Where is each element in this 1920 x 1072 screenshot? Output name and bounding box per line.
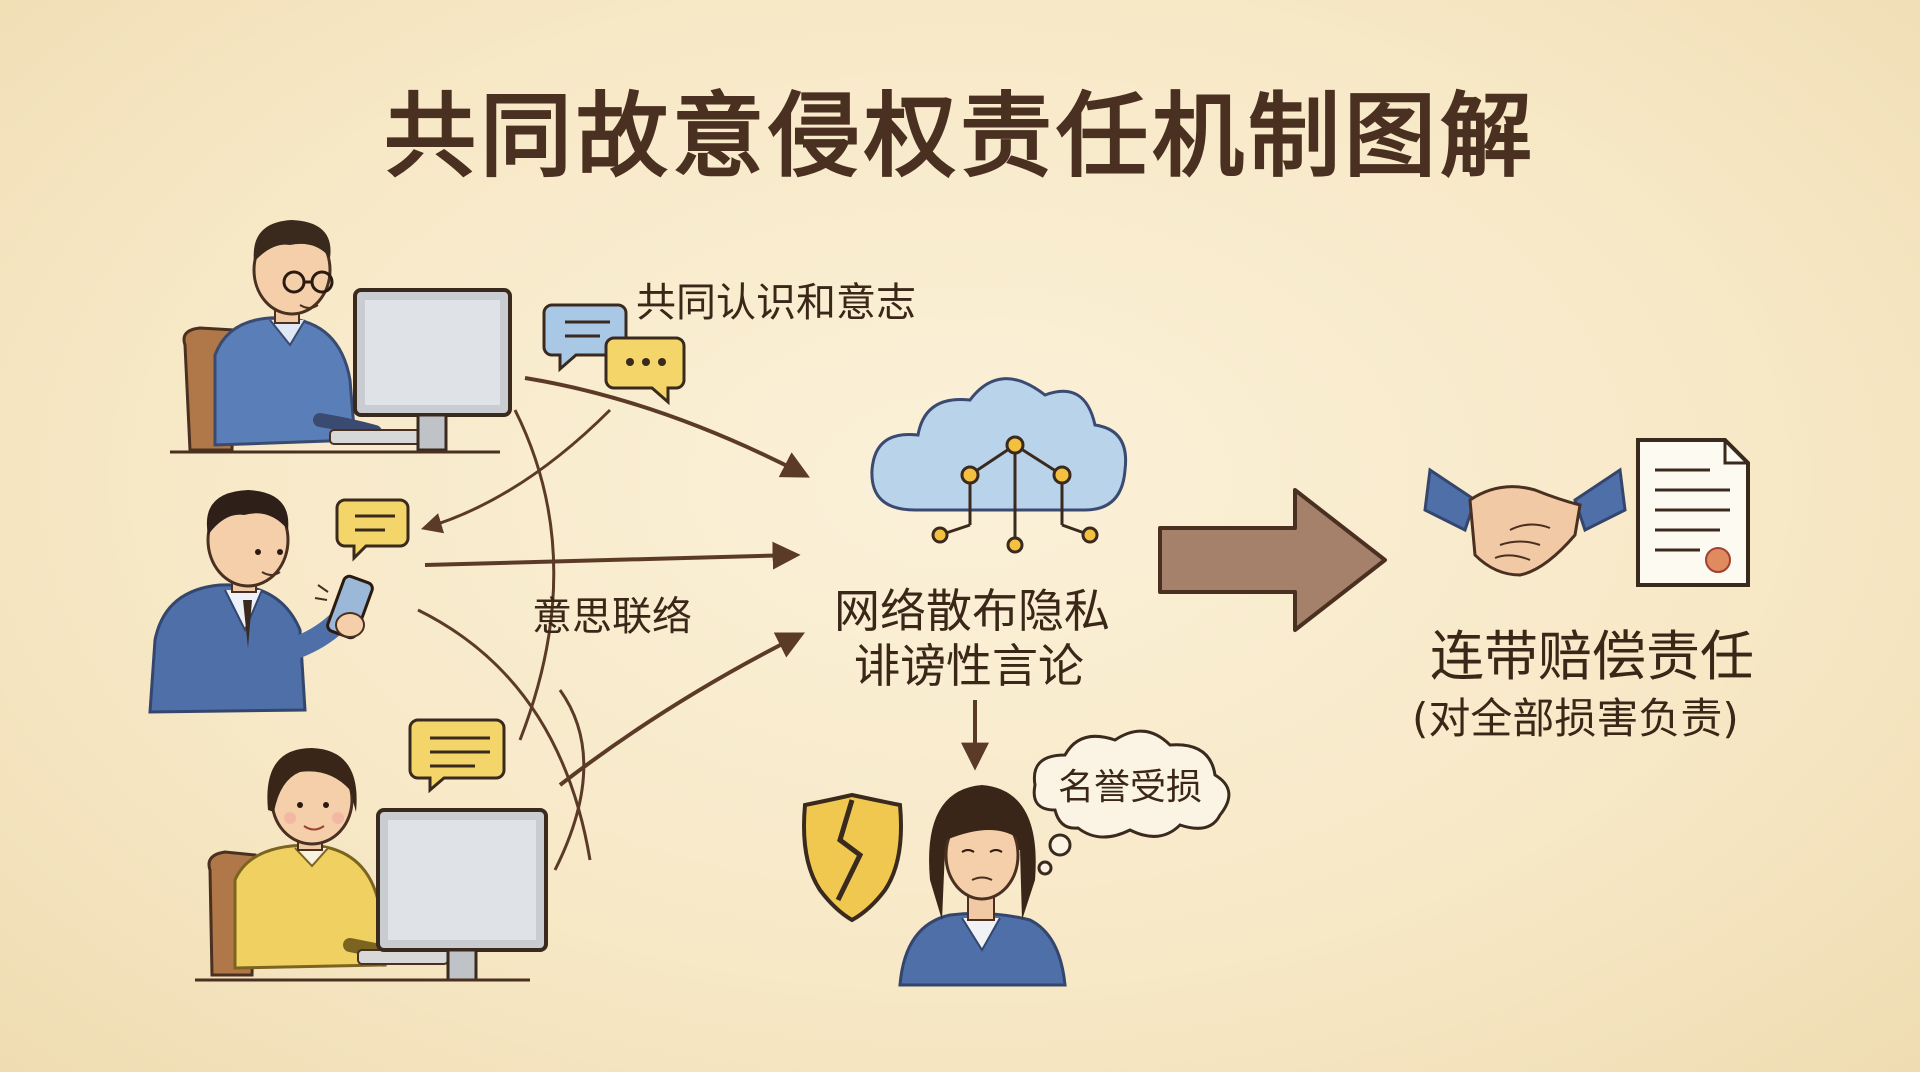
shared-intent-label: 共同认识和意志 [636, 280, 916, 326]
person-1-desktop-user [170, 220, 512, 454]
act-label-line-1: 网络散布隐私 [834, 584, 1110, 638]
handshake-icon [1423, 467, 1627, 577]
person-3-desktop-user [195, 748, 548, 982]
document-icon [1636, 438, 1750, 587]
page-title: 共同故意侵权责任机制图解 [383, 83, 1536, 190]
chat-bubble-icon-person-2 [335, 498, 410, 562]
act-label-line-2: 诽谤性言论 [854, 639, 1084, 693]
reputation-damage-label: 名誉受损 [1058, 767, 1203, 808]
victim-person [898, 785, 1067, 987]
liability-note-label: (对全部损害负责) [1412, 694, 1739, 743]
chat-bubble-icon-dots [604, 336, 686, 406]
communication-label: 意思联络 [532, 594, 692, 640]
arrows-to-cloud [424, 376, 810, 787]
big-arrow [1158, 488, 1387, 632]
cloud-network-icon [870, 377, 1128, 554]
thought-cloud [1032, 729, 1231, 876]
broken-shield-icon [802, 792, 903, 923]
chat-bubble-icon-person-3 [408, 718, 506, 794]
person-2-phone-user [148, 490, 374, 714]
communication-arcs [417, 408, 612, 871]
liability-label: 连带赔偿责任 [1430, 625, 1754, 688]
